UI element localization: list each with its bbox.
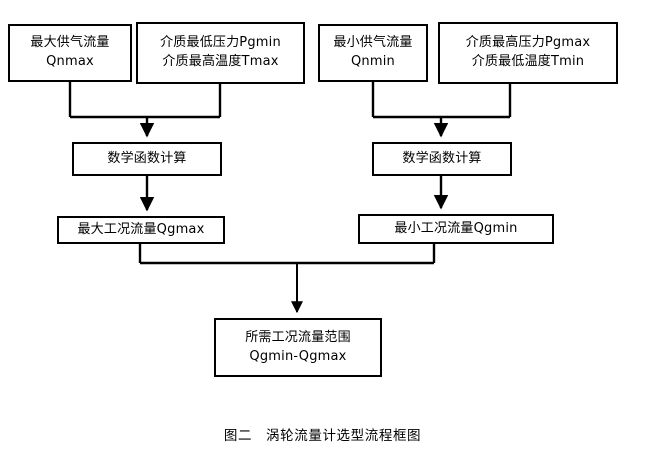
node-math-function-calc-right: 数学函数计算 [372,142,512,176]
node-min-supply-flow-line1: 最小供气流量 [333,35,413,51]
node-min-pressure-max-temp: 介质最低压力Pgmin 介质最高温度Tmax [136,22,305,84]
node-max-pressure-line: 介质最高压力Pgmax [465,35,591,51]
figure-caption: 图二涡轮流量计选型流程框图 [0,424,645,444]
node-max-supply-flow: 最大供气流量 Qnmax [8,24,132,82]
node-min-pressure-line: 介质最低压力Pgmin [160,35,281,51]
node-max-supply-flow-line1: 最大供气流量 [30,35,110,51]
figure-caption-title: 涡轮流量计选型流程框图 [266,428,422,444]
node-math-function-calc-right-label: 数学函数计算 [402,150,482,166]
node-math-function-calc-left: 数学函数计算 [72,142,222,176]
node-min-supply-flow-line2: Qnmin [351,54,395,69]
node-max-supply-flow-line2: Qnmax [46,54,94,69]
node-required-flow-range-line1: 所需工况流量范围 [245,329,351,345]
node-max-working-flow: 最大工况流量Qgmax [57,216,225,244]
node-min-working-flow: 最小工况流量Qgmin [358,214,554,244]
node-min-supply-flow: 最小供气流量 Qnmin [318,24,428,82]
node-min-working-flow-label: 最小工况流量Qgmin [394,220,518,236]
node-required-flow-range: 所需工况流量范围 Qgmin-Qgmax [214,318,382,377]
node-min-temp-line: 介质最低温度Tmin [471,54,585,69]
node-required-flow-range-line2: Qgmin-Qgmax [249,348,347,364]
node-max-working-flow-label: 最大工况流量Qgmax [77,221,205,237]
node-math-function-calc-left-label: 数学函数计算 [107,150,187,166]
figure-caption-label: 图二 [223,428,253,444]
node-max-temp-line: 介质最高温度Tmax [162,54,279,69]
node-max-pressure-min-temp: 介质最高压力Pgmax 介质最低温度Tmin [438,22,618,84]
